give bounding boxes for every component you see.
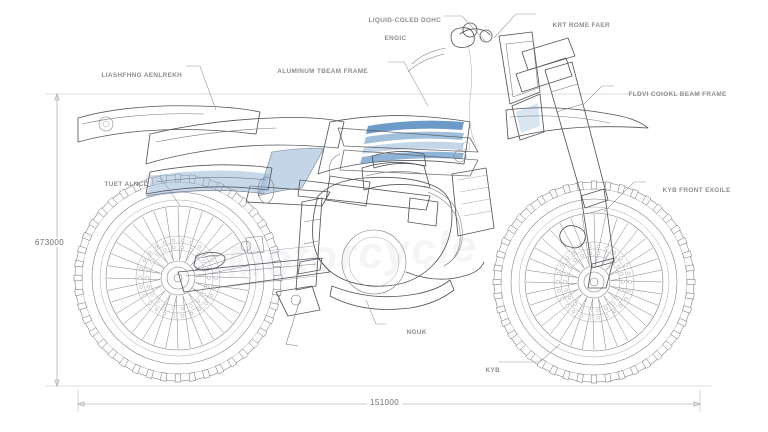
callout-line-1: ALUMINUM TBEAM FRAME	[277, 68, 369, 75]
dimension-length-label: 151000	[367, 398, 403, 407]
callout-line-1: KYB	[485, 367, 501, 374]
callout-aluminum-beam-frame: ALUMINUM TBEAM FRAME	[269, 58, 368, 85]
engine	[285, 151, 495, 347]
callout-coiokl-beam-frame: FLDVI COIOKL BEAM FRAME	[620, 81, 727, 108]
callout-line-1: FLDVI COIOKL BEAM FRAME	[628, 91, 727, 98]
callout-tuet-alncd: TUET ALNCD	[96, 171, 149, 198]
callout-line-1: NGUK	[406, 329, 427, 336]
callout-line-1: LIASHFHNG AENLREKH	[101, 72, 183, 79]
callout-kyb: KYB	[477, 357, 500, 384]
callout-line-1: KYB FRONT EXGILE	[662, 187, 731, 194]
dimension-height-label: 673000	[32, 238, 68, 247]
front-wheel	[492, 180, 696, 384]
frame-and-bodywork	[77, 105, 479, 317]
callout-liashfhng-aenlrekh: LIASHFHNG AENLREKH	[93, 62, 182, 89]
exhaust-silencer	[145, 164, 275, 204]
small-hardware	[98, 116, 471, 255]
callout-krt-rome-falr: KRT ROME FAER	[544, 12, 610, 39]
front-fender	[505, 107, 649, 140]
headlight-shroud	[498, 31, 545, 141]
callout-kyb-front-exgile: KYB FRONT EXGILE	[654, 177, 731, 204]
callout-line-1: LIQUID-COLED DOHC	[368, 17, 442, 24]
front-fork	[407, 22, 615, 289]
callout-line-2: ENGIC	[384, 35, 407, 42]
callout-liquid-cooled-engine: LIQUID-COLED DOHC ENGIC	[360, 7, 441, 52]
callout-nguk: NGUK	[398, 319, 427, 346]
callout-line-1: TUET ALNCD	[104, 181, 149, 188]
rear-wheel	[73, 173, 283, 383]
tank-graphics	[360, 120, 464, 164]
callout-line-1: KRT ROME FAER	[552, 22, 610, 29]
